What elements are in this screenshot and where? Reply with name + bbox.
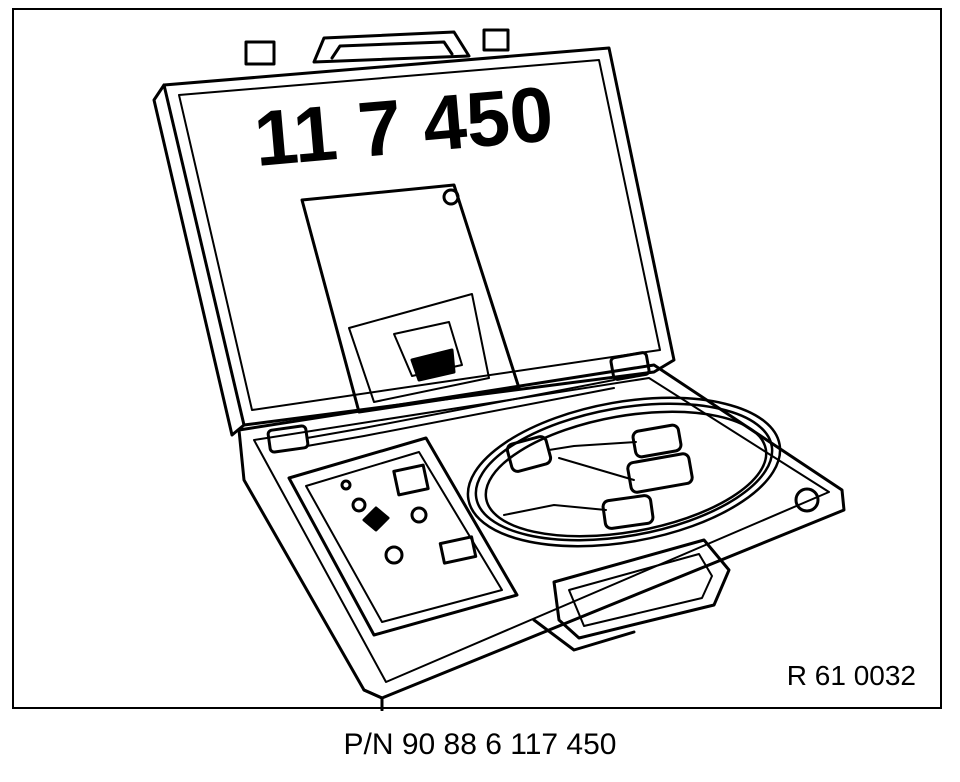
tester-unit — [287, 436, 519, 637]
hinge-cables — [266, 351, 651, 454]
tool-case-illustration: 11 7 450 — [152, 28, 846, 711]
connector-plugs — [503, 423, 694, 530]
lid-label: 11 7 450 — [251, 69, 557, 183]
lid-handle — [244, 28, 510, 66]
figure-frame: 11 7 450 — [12, 8, 942, 711]
base-handle — [532, 538, 731, 652]
reference-code: R 61 0032 — [786, 660, 916, 691]
coiled-cable — [466, 396, 782, 548]
part-number: P/N 90 88 6 117 450 — [343, 728, 617, 761]
instruction-booklet — [300, 183, 521, 414]
